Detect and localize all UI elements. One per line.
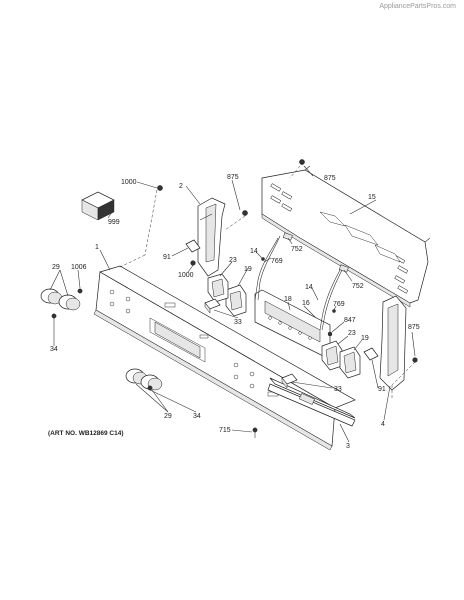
switch-right-23 <box>321 340 343 371</box>
callout-752b: 752 <box>352 283 364 290</box>
callout-875c: 875 <box>408 324 420 331</box>
callout-1000a: 1000 <box>121 179 137 186</box>
callout-1006: 1006 <box>71 264 87 271</box>
callout-1000b: 1000 <box>178 272 194 279</box>
alignment-lines <box>117 165 416 400</box>
callout-33b: 33 <box>334 386 342 393</box>
callout-labels: 1000 999 2 875 875 15 1 29 1006 91 1000 … <box>50 174 420 450</box>
callout-752a: 752 <box>291 246 303 253</box>
callout-19b: 19 <box>361 335 369 342</box>
art-number: (ART NO. WB12869 C14) <box>48 430 124 437</box>
leader-lines <box>49 165 416 443</box>
callout-999: 999 <box>108 219 120 226</box>
bracket-33-right <box>281 373 298 389</box>
trim-strip <box>267 377 356 427</box>
end-cap-left <box>197 197 226 277</box>
knob-left-2 <box>58 294 81 311</box>
callout-2: 2 <box>179 183 183 190</box>
callout-29a: 29 <box>52 264 60 271</box>
callout-19a: 19 <box>244 266 252 273</box>
callout-15: 15 <box>368 194 376 201</box>
callout-29b: 29 <box>164 413 172 420</box>
callout-34a: 34 <box>50 346 58 353</box>
bezel-box-999 <box>81 191 115 221</box>
callout-847: 847 <box>344 317 356 324</box>
switch-left-19 <box>225 284 247 317</box>
end-cap-right <box>379 295 407 391</box>
knob-left-1 <box>40 288 63 305</box>
callout-3: 3 <box>346 443 350 450</box>
callout-91a: 91 <box>163 254 171 261</box>
display-board <box>254 289 331 357</box>
callout-18: 18 <box>284 296 292 303</box>
callout-14b: 14 <box>305 284 313 291</box>
clip-752-left <box>282 232 293 241</box>
callout-16: 16 <box>302 300 310 307</box>
wire-harness-left <box>254 237 279 301</box>
hinge-91-left <box>185 239 201 253</box>
screw-icon <box>51 159 418 433</box>
switch-right-19 <box>339 346 361 379</box>
callout-91b: 91 <box>378 386 386 393</box>
switch-left-23 <box>207 273 229 303</box>
callout-875a: 875 <box>227 174 239 181</box>
callout-34b: 34 <box>193 413 201 420</box>
callout-715: 715 <box>219 427 231 434</box>
wire-harness-left-2 <box>257 235 281 301</box>
hinge-91-right <box>363 347 379 361</box>
callout-875b: 875 <box>324 175 336 182</box>
wire-harness-right <box>319 269 341 331</box>
callout-1: 1 <box>95 244 99 251</box>
callout-14a: 14 <box>250 248 258 255</box>
callout-769a: 769 <box>271 258 283 265</box>
watermark-text: AppliancePartsPros.com <box>379 3 456 10</box>
callout-33a: 33 <box>234 319 242 326</box>
control-panel <box>93 265 356 451</box>
clip-752-right <box>338 264 349 273</box>
backsplash-panel <box>261 165 431 308</box>
callout-23b: 23 <box>348 330 356 337</box>
callout-4: 4 <box>381 421 385 428</box>
callout-769b: 769 <box>333 301 345 308</box>
bracket-33-left <box>204 298 221 314</box>
callout-23a: 23 <box>229 257 237 264</box>
wire-harness-right-2 <box>321 269 343 331</box>
